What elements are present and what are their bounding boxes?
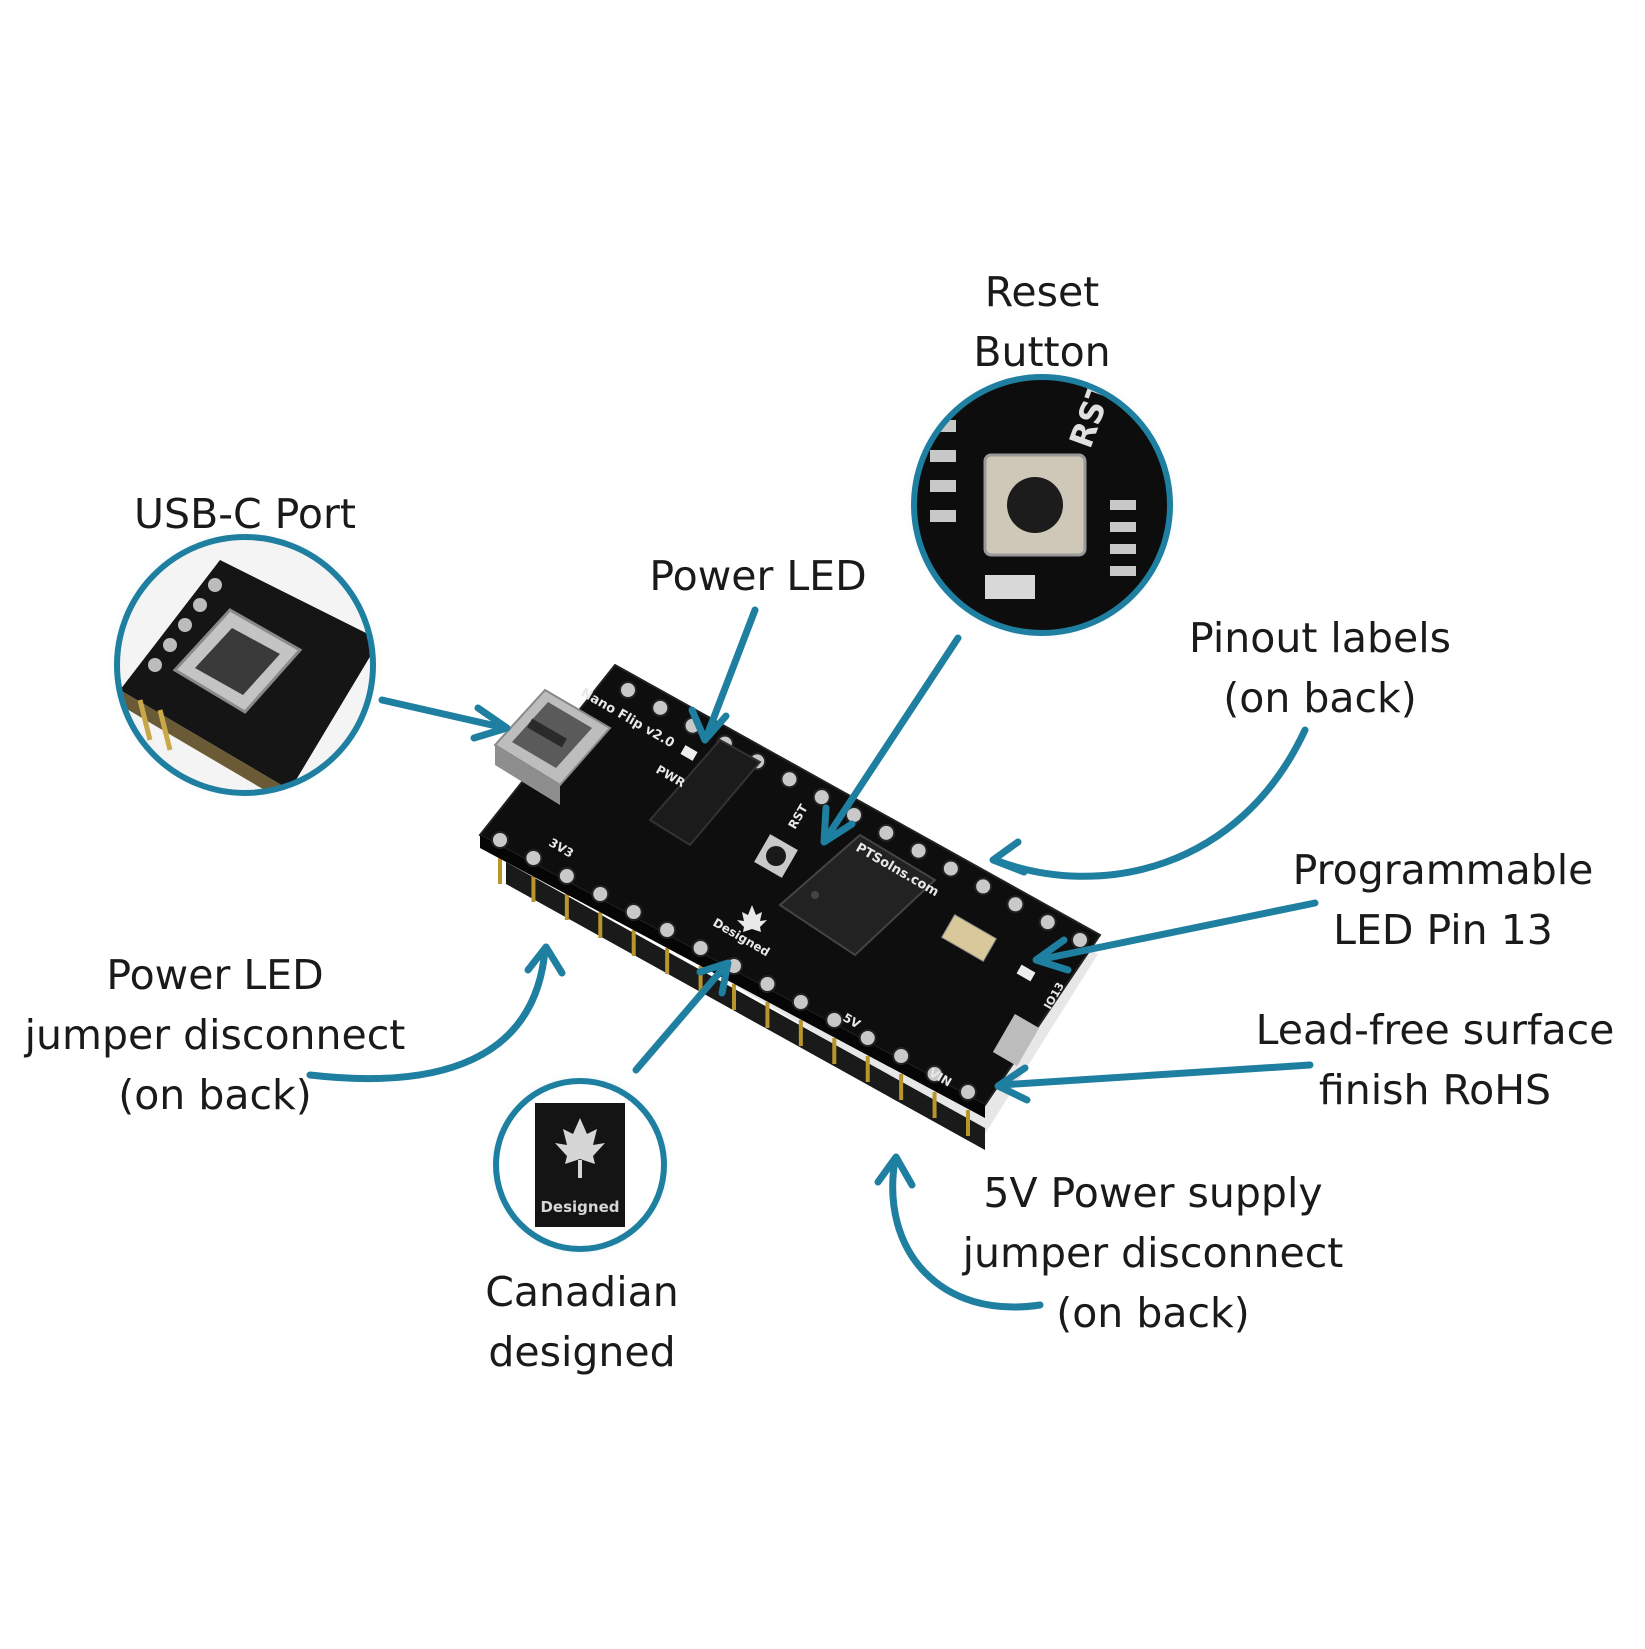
arrow-canadian <box>632 961 730 1074</box>
pin-pad <box>557 867 576 885</box>
usb-c-connector <box>493 688 612 805</box>
pin-pads <box>491 681 1089 1101</box>
pin-pad <box>1071 931 1089 949</box>
pin-pad <box>1006 895 1025 914</box>
pin-pad <box>1038 913 1057 932</box>
board-maple-leaf-icon <box>737 905 767 932</box>
pin-pad <box>619 681 637 699</box>
pin-pad <box>591 885 610 903</box>
pin-pad <box>658 921 677 939</box>
arrow-5v-jumper <box>889 1156 1044 1311</box>
crystal <box>941 914 997 962</box>
arrow-usb-c <box>378 696 509 732</box>
pin-pad <box>941 859 960 878</box>
callout-arrows <box>306 606 1319 1311</box>
arrow-pinout-labels <box>991 726 1309 880</box>
label-programmable-led: Programmable LED Pin 13 <box>1292 846 1594 954</box>
maple-leaf-icon <box>555 1118 605 1164</box>
arrow-power-led-jumper <box>306 946 549 1083</box>
pin-pad <box>651 698 670 717</box>
board-reset-button <box>754 834 798 878</box>
pin-pad <box>892 1047 911 1065</box>
inset-canadian: Designed <box>484 1069 676 1261</box>
pin-pad <box>624 903 643 921</box>
pin-pad <box>925 1065 944 1083</box>
arrow-lead-free <box>996 1061 1314 1089</box>
led-13 <box>1016 964 1036 982</box>
label-power-led: Power LED <box>649 552 867 600</box>
pin-pad <box>491 831 509 849</box>
arrow-reset <box>821 634 962 844</box>
pin-pad <box>974 877 993 896</box>
nano-board: Nano Flip v2.0 PWR RST PTSolns.com Desig… <box>478 663 1102 1150</box>
label-power-led-jumper: Power LED jumper disconnect (on back) <box>24 951 406 1119</box>
pin-pad <box>858 1029 877 1047</box>
label-reset-button: Reset Button <box>973 268 1111 376</box>
label-5v-jumper: 5V Power supply jumper disconnect (on ba… <box>962 1169 1344 1337</box>
label-lead-free: Lead-free surface finish RoHS <box>1255 1006 1615 1114</box>
pwr-led <box>680 745 698 761</box>
arrow-programmable-led <box>1034 899 1319 964</box>
ch340-chip <box>648 738 762 847</box>
pin-pad <box>825 1011 844 1029</box>
pin-pad <box>524 849 543 867</box>
arrow-power-led <box>702 606 759 742</box>
label-canadian-designed: Canadian designed <box>485 1268 679 1376</box>
label-pinout-labels: Pinout labels (on back) <box>1189 614 1451 722</box>
pin-pad <box>780 770 799 789</box>
pin-pad <box>877 823 896 842</box>
label-usb-c-port: USB-C Port <box>134 490 356 538</box>
atmega-chip <box>778 833 937 957</box>
pin-pad <box>691 939 710 957</box>
inset-usb-c <box>103 523 387 807</box>
pin-pad <box>959 1083 977 1101</box>
inset-badge-text: Designed <box>540 1198 619 1216</box>
inset-reset: RST <box>900 363 1184 647</box>
pin-pad <box>791 993 810 1011</box>
pin-pad <box>812 788 831 807</box>
pin-pad <box>909 841 928 860</box>
pin-pad <box>758 975 777 993</box>
header-pins <box>498 858 970 1136</box>
